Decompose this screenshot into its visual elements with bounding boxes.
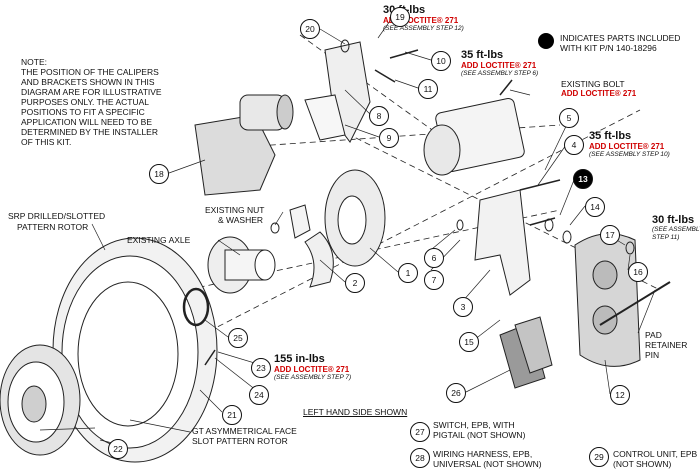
- callout-27: 27: [410, 422, 430, 442]
- torque-step: (SEE ASSEMBLY STEP 6): [461, 70, 539, 77]
- callout-22: 22: [108, 439, 128, 459]
- note-line: POSITIONS TO FIT A SPECIFIC: [21, 107, 145, 117]
- epb-caliper: [194, 94, 294, 196]
- existing-bolt-label: EXISTING BOLT: [561, 79, 625, 89]
- existing-bolt-loctite: ADD LOCTITE® 271: [561, 89, 637, 98]
- o-ring: [182, 287, 210, 327]
- small-bracket: [289, 204, 311, 239]
- callout-11: 11: [418, 79, 438, 99]
- torque-step: STEP 11): [652, 234, 680, 241]
- callout-8: 8: [369, 106, 389, 126]
- torque-loctite: ADD LOCTITE® 271: [274, 365, 350, 374]
- callout-19: 19: [390, 7, 410, 27]
- main-caliper-bracket: [474, 189, 531, 296]
- callout-20: 20: [300, 19, 320, 39]
- wiring-harness-label-2: UNIVERSAL (NOT SHOWN): [433, 459, 542, 469]
- torque-step: (SEE ASSEMBLY STEP 12): [383, 25, 464, 32]
- torque-loctite: ADD LOCTITE® 271: [383, 16, 459, 25]
- callout-9: 9: [379, 128, 399, 148]
- torque-value: 30 ft-lbs: [652, 214, 695, 226]
- callout-5: 5: [559, 108, 579, 128]
- torque-spec-16: 30 ft-lbs (SEE ASSEMBLY STEP 11): [652, 214, 700, 242]
- existing-axle-label: EXISTING AXLE: [127, 235, 191, 245]
- pad-retainer-label-1: PAD: [645, 330, 662, 340]
- switch-epb-label-2: PIGTAIL (NOT SHOWN): [433, 430, 526, 440]
- pad-retainer-label-2: RETAINER: [645, 340, 688, 350]
- rotor-hat: [0, 344, 81, 456]
- note-line: DIAGRAM ARE FOR ILLUSTRATIVE: [21, 87, 162, 97]
- torque-value: 35 ft-lbs: [461, 49, 504, 61]
- existing-washer-label: & WASHER: [218, 215, 264, 225]
- callout-7: 7: [424, 270, 444, 290]
- callout-17: 17: [600, 225, 620, 245]
- callout-13: 13: [573, 169, 593, 189]
- brake-pads: [499, 316, 553, 389]
- torque-value: 35 ft-lbs: [589, 130, 632, 142]
- torque-spec-10: 35 ft-lbs ADD LOCTITE® 271 (SEE ASSEMBLY…: [461, 49, 538, 78]
- callout-25: 25: [228, 328, 248, 348]
- note-line: DETERMINED BY THE INSTALLER: [21, 127, 158, 137]
- parking-rotor: [324, 169, 386, 267]
- callout-24: 24: [249, 385, 269, 405]
- gt-rotor-label-1: GT ASYMMETRICAL FACE: [192, 426, 297, 436]
- note-line: THE POSITION OF THE CALIPERS: [21, 67, 159, 77]
- note-line: AND BRACKETS SHOWN IN THIS: [21, 77, 155, 87]
- torque-loctite: ADD LOCTITE® 271: [461, 61, 537, 70]
- torque-loctite: ADD LOCTITE® 271: [589, 142, 665, 151]
- existing-nut-label: EXISTING NUT: [205, 205, 265, 215]
- wiring-harness-label-1: WIRING HARNESS, EPB,: [433, 449, 533, 459]
- torque-value: 155 in-lbs: [274, 353, 325, 365]
- adapter-sleeve: [423, 97, 525, 176]
- legend-line-1: INDICATES PARTS INCLUDED: [560, 33, 681, 43]
- torque-step: (SEE ASSEMBLY STEP 10): [589, 151, 670, 158]
- torque-step: (SEE ASSEMBLY: [652, 226, 700, 233]
- control-unit-label-2: (NOT SHOWN): [613, 459, 672, 469]
- legend-line-2: WITH KIT P/N 140-18296: [560, 43, 657, 53]
- note-line: PURPOSES ONLY. THE ACTUAL: [21, 97, 150, 107]
- callout-16: 16: [628, 262, 648, 282]
- callout-12: 12: [610, 385, 630, 405]
- gt-rotor-label-2: SLOT PATTERN ROTOR: [192, 436, 288, 446]
- callout-1: 1: [398, 263, 418, 283]
- pad-retainer-pin: [599, 281, 671, 326]
- installation-note: NOTE: THE POSITION OF THE CALIPERS AND B…: [21, 57, 162, 147]
- callout-26: 26: [446, 383, 466, 403]
- torque-spec-4: 35 ft-lbs ADD LOCTITE® 271 (SEE ASSEMBLY…: [589, 130, 670, 159]
- existing-axle: [207, 236, 276, 294]
- srp-rotor: [52, 237, 218, 463]
- note-line: APPLICATION WILL NEED TO BE: [21, 117, 152, 127]
- callout-4: 4: [564, 135, 584, 155]
- left-hand-side-label: LEFT HAND SIDE SHOWN: [303, 407, 408, 417]
- callout-10: 10: [431, 51, 451, 71]
- callout-23: 23: [251, 358, 271, 378]
- callout-28: 28: [410, 448, 430, 468]
- srp-rotor-label-1: SRP DRILLED/SLOTTED: [8, 211, 106, 221]
- pad-retainer-label-3: PIN: [645, 350, 660, 360]
- main-caliper: [574, 233, 641, 367]
- callout-21: 21: [222, 405, 242, 425]
- kit-indicator-bullet: [538, 33, 554, 49]
- torque-step: (SEE ASSEMBLY STEP 7): [274, 374, 352, 381]
- callout-6: 6: [424, 248, 444, 268]
- control-unit-label-1: CONTROL UNIT, EPB: [613, 449, 698, 459]
- callout-15: 15: [459, 332, 479, 352]
- note-line: OF THIS KIT.: [21, 137, 72, 147]
- washers: [270, 39, 635, 255]
- callout-2: 2: [345, 273, 365, 293]
- callout-3: 3: [453, 297, 473, 317]
- callout-14: 14: [585, 197, 605, 217]
- srp-rotor-label-2: PATTERN ROTOR: [17, 222, 89, 232]
- torque-spec-23: 155 in-lbs ADD LOCTITE® 271 (SEE ASSEMBL…: [274, 353, 351, 382]
- callout-18: 18: [149, 164, 169, 184]
- switch-epb-label-1: SWITCH, EPB, WITH: [433, 420, 515, 430]
- bracket-tab: [304, 94, 346, 141]
- shoe-bracket: [304, 231, 334, 288]
- note-heading: NOTE:: [21, 57, 47, 67]
- callout-29: 29: [589, 447, 609, 467]
